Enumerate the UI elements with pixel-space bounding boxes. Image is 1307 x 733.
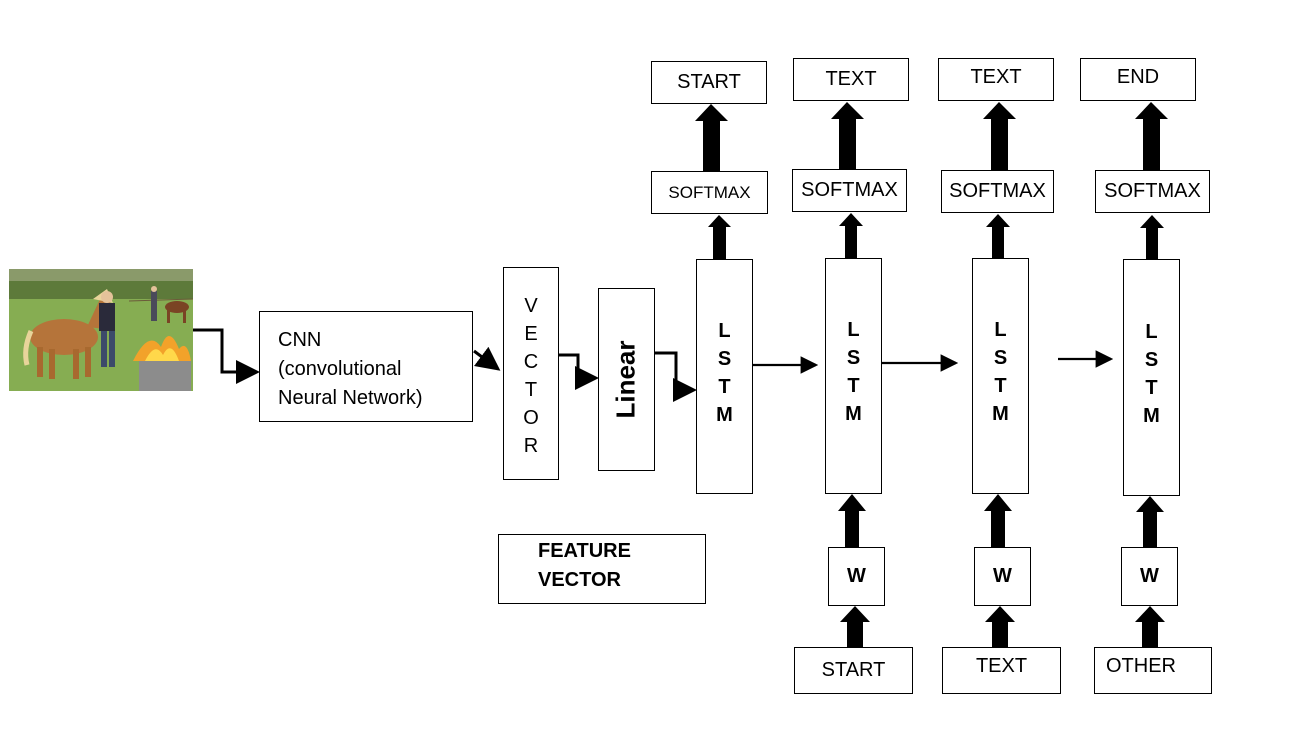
softmax-box: SOFTMAX [941, 170, 1054, 213]
lstm-letter: S [1144, 348, 1159, 371]
vector-letter: V [524, 294, 538, 317]
vector-letter: E [524, 322, 538, 345]
block-arrow-up [708, 215, 731, 259]
block-arrow-up [695, 104, 728, 171]
lstm-letter: T [847, 375, 860, 397]
lstm-letter: L [718, 319, 731, 342]
block-arrow-up [838, 494, 866, 547]
block-arrow-up [839, 213, 863, 258]
lstm-letter: T [1145, 376, 1158, 399]
cnn-label-line3: Neural Network) [278, 387, 423, 409]
arrow-vector-to-linear [559, 353, 599, 390]
lstm-letter: S [993, 347, 1008, 369]
cnn-label-line1: CNN [278, 329, 322, 351]
arrow-image-to-cnn [193, 328, 260, 384]
block-arrow-up [983, 102, 1016, 170]
arrow-cnn-to-vector [473, 346, 501, 371]
lstm-letter: M [1143, 404, 1160, 427]
w-box: W [974, 547, 1031, 606]
feature-vector-line1: FEATURE [538, 540, 631, 562]
output-box: TEXT [793, 58, 909, 101]
softmax-box: SOFTMAX [792, 169, 907, 212]
softmax-box: SOFTMAX [1095, 170, 1210, 213]
input-box: TEXT [942, 647, 1061, 694]
lstm-letter: S [717, 347, 732, 370]
output-box: TEXT [938, 58, 1054, 101]
lstm-box: L S T M [825, 258, 882, 494]
lstm-letter: S [846, 347, 861, 369]
vector-letter: R [523, 434, 539, 457]
softmax-box: SOFTMAX [651, 171, 768, 214]
arrow-linear-to-lstm [655, 351, 697, 402]
lstm-box: L S T M [1123, 259, 1180, 496]
lstm-letter: L [847, 319, 860, 341]
lstm-letter: L [994, 319, 1007, 341]
lstm-box: L S T M [696, 259, 753, 494]
vector-letter: C [523, 350, 539, 373]
w-box: W [1121, 547, 1178, 606]
lstm-letter: M [845, 403, 862, 425]
lstm-letter: L [1145, 320, 1158, 343]
input-box: START [794, 647, 913, 694]
block-arrow-up [985, 606, 1015, 647]
lstm-letter: M [992, 403, 1009, 425]
cnn-box: CNN (convolutional Neural Network) [259, 311, 473, 422]
vector-box: V E C T O R [503, 267, 559, 480]
vector-letter: T [524, 378, 538, 401]
block-arrow-up [831, 102, 864, 169]
linear-box: Linear [598, 288, 655, 471]
feature-vector-line2: VECTOR [538, 569, 621, 591]
lstm-letter: M [716, 403, 733, 426]
vector-letter: O [523, 406, 539, 429]
feature-vector-box: FEATURE VECTOR [498, 534, 706, 604]
output-box: END [1080, 58, 1196, 101]
lstm-box: L S T M [972, 258, 1029, 494]
block-arrow-up [1136, 496, 1164, 547]
block-arrow-up [1140, 215, 1164, 259]
block-arrow-up [986, 214, 1010, 258]
lstm-letter: T [994, 375, 1007, 397]
lstm-letter: T [718, 375, 731, 398]
horse-photo-image [9, 269, 193, 391]
linear-label: Linear [611, 340, 641, 419]
cnn-label-line2: (convolutional [278, 358, 402, 380]
w-box: W [828, 547, 885, 606]
block-arrow-up [1135, 606, 1165, 647]
block-arrow-up [1135, 102, 1168, 170]
block-arrow-up [984, 494, 1012, 547]
output-box: START [651, 61, 767, 104]
block-arrow-up [840, 606, 870, 647]
input-box: OTHER [1094, 647, 1212, 694]
